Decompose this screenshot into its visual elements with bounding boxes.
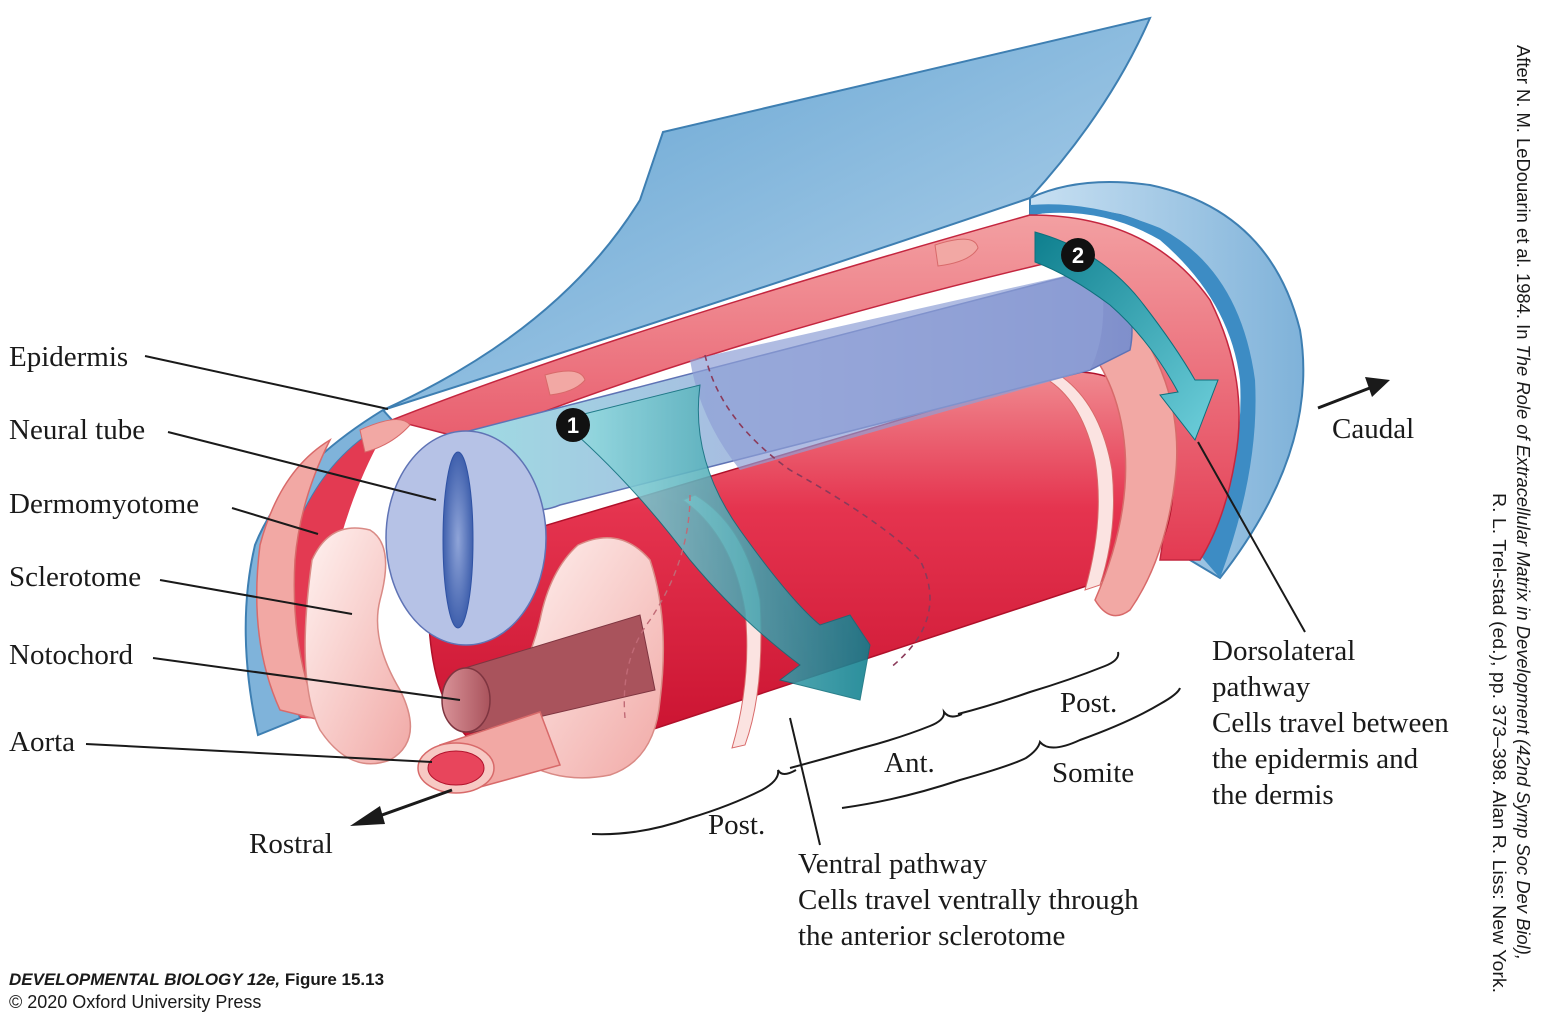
rostral-arrow	[350, 788, 453, 826]
ventral-pathway-title: Ventral pathway	[798, 848, 988, 880]
ventral-pathway-desc-2: the anterior sclerotome	[798, 920, 1065, 952]
leader-epidermis	[144, 355, 389, 410]
ventral-pathway-desc-1: Cells travel ventrally through	[798, 884, 1139, 916]
leader-aorta	[85, 743, 433, 763]
svg-text:1: 1	[567, 413, 579, 438]
label-caudal: Caudal	[1332, 413, 1414, 445]
dorsolateral-pathway-desc-3: the dermis	[1212, 779, 1334, 811]
figure-caption: DEVELOPMENTAL BIOLOGY 12e, Figure 15.13	[9, 970, 384, 989]
aorta	[417, 711, 561, 794]
dorsolateral-pathway-title-1: Dorsolateral	[1212, 635, 1355, 667]
ventral-pathway-arrow	[558, 354, 931, 719]
source-credit-prefix: After N. M. LeDouarin et al. 1984. In	[1513, 45, 1533, 345]
marker-1: 1	[556, 408, 590, 442]
svg-text:After N. M. LeDouarin et al. 1: After N. M. LeDouarin et al. 1984. In Th…	[1513, 45, 1533, 960]
dorsolateral-pathway-title-2: pathway	[1212, 671, 1311, 703]
dorsolateral-pathway-desc-1: Cells travel between	[1212, 707, 1449, 739]
label-rostral: Rostral	[249, 828, 333, 860]
label-sclerotome: Sclerotome	[9, 561, 141, 593]
label-post-back: Post.	[1060, 687, 1117, 719]
source-credit: After N. M. LeDouarin et al. 1984. In Th…	[1489, 45, 1533, 993]
source-credit-title: The Role of Extracellular Matrix in Deve…	[1513, 345, 1533, 960]
dorsolateral-pathway-desc-2: the epidermis and	[1212, 743, 1419, 775]
label-epidermis: Epidermis	[9, 341, 128, 373]
notochord	[441, 614, 656, 734]
caption-figure: Figure 15.13	[280, 970, 384, 989]
caudal-arrow	[1317, 377, 1390, 410]
label-aorta: Aorta	[9, 726, 75, 758]
label-neural-tube: Neural tube	[9, 414, 145, 446]
leader-ventral-pathway	[789, 717, 821, 846]
label-notochord: Notochord	[9, 639, 134, 671]
marker-2: 2	[1061, 238, 1095, 272]
dorsolateral-pathway-arrow	[1034, 231, 1219, 442]
brace-ant	[789, 708, 963, 769]
leader-dorsolateral-pathway	[1197, 441, 1306, 633]
leader-dermomyotome	[231, 507, 319, 535]
brace-post-back	[957, 651, 1120, 715]
leader-sclerotome	[159, 579, 353, 615]
brace-somite	[841, 687, 1181, 809]
brace-post-front	[591, 769, 797, 836]
source-credit-line-2: R. L. Trel-stad (ed.), pp. 373–398. Alan…	[1489, 493, 1509, 993]
label-post-front: Post.	[708, 809, 765, 841]
leader-notochord	[152, 657, 461, 701]
caption-book: DEVELOPMENTAL BIOLOGY 12e,	[9, 970, 280, 989]
label-somite: Somite	[1052, 757, 1134, 789]
caption-copyright: © 2020 Oxford University Press	[9, 992, 261, 1012]
label-dermomyotome: Dermomyotome	[9, 488, 199, 520]
label-ant: Ant.	[884, 747, 935, 779]
svg-text:2: 2	[1072, 243, 1084, 268]
leader-neural-tube	[167, 431, 437, 501]
